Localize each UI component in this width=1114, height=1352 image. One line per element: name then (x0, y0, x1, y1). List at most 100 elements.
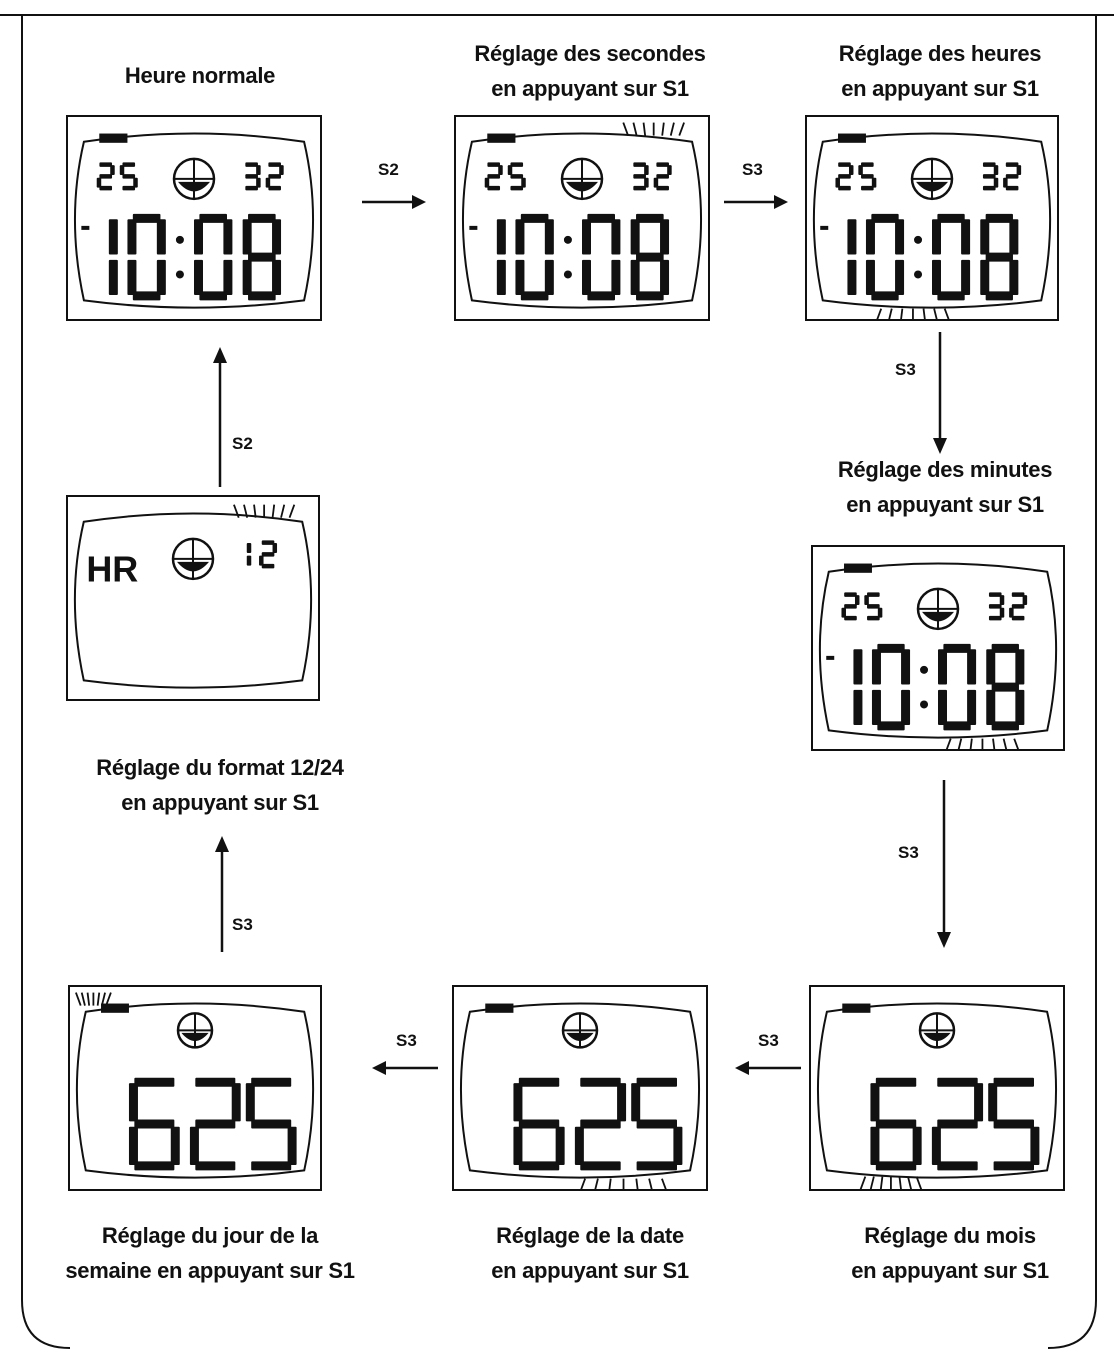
arrow-label: S2 (378, 160, 399, 179)
lcd-digit (574, 1077, 627, 1171)
pm-indicator (820, 225, 829, 230)
lcd-format-label: HR (86, 549, 138, 590)
logo-emblem-icon (172, 157, 216, 201)
lcd-bezel (462, 132, 702, 309)
lcd-display-hours (805, 115, 1059, 322)
caption-date: Réglage de la date en appuyant sur S1 (440, 1218, 740, 1288)
caption-weekday: Réglage du jour de la semaine en appuyan… (30, 1218, 390, 1288)
caption-line: Réglage des heures (838, 41, 1042, 66)
lcd-small-digit (245, 162, 261, 191)
caption-line: en appuyant sur S1 (846, 492, 1044, 517)
lcd-digit (870, 1077, 922, 1171)
lcd-small-digit (119, 162, 138, 191)
lcd-digit (865, 213, 905, 301)
lcd-digit (108, 219, 118, 295)
arrow-label: S3 (742, 160, 763, 179)
lcd-digit (194, 213, 233, 301)
lcd-small-digit (1003, 162, 1022, 191)
blink-indicator (75, 992, 112, 1006)
lcd-digit (582, 213, 621, 301)
arrow-date-to-weekday (372, 1061, 438, 1075)
lcd-digit (980, 213, 1019, 301)
blink-indicator (945, 738, 1020, 752)
battery-indicator (842, 1003, 871, 1013)
caption-line: en appuyant sur S1 (491, 1258, 689, 1283)
blink-indicator (859, 1176, 923, 1190)
logo-emblem-icon (560, 157, 604, 201)
lcd-display-weekday (68, 985, 322, 1191)
lcd-digit (986, 643, 1025, 731)
caption-line: Réglage de la date (496, 1223, 684, 1248)
blink-indicator (875, 308, 951, 322)
lcd-digit (988, 1077, 1040, 1171)
logo-emblem-icon (918, 1012, 956, 1049)
lcd-small-digit (864, 592, 883, 621)
arrow-hours-to-minutes (933, 332, 947, 454)
lcd-small-digit (1009, 592, 1028, 621)
lcd-small-digit (259, 540, 278, 569)
lcd-colon (914, 235, 923, 279)
lcd-small-digit (246, 543, 252, 566)
caption-minutes: Réglage des minutes en appuyant sur S1 (790, 452, 1100, 522)
lcd-digit (496, 219, 506, 295)
logo-emblem-icon (561, 1012, 599, 1049)
arrow-label: S3 (396, 1031, 417, 1050)
lcd-display-date (452, 985, 708, 1192)
lcd-digit (847, 219, 857, 295)
caption-line: en appuyant sur S1 (491, 76, 689, 101)
lcd-digit (189, 1077, 241, 1171)
battery-indicator (844, 563, 872, 573)
caption-month: Réglage du mois en appuyant sur S1 (800, 1218, 1100, 1288)
lcd-colon (920, 665, 929, 709)
lcd-display-normal-time (66, 115, 322, 321)
lcd-display-seconds (454, 115, 710, 321)
lcd-small-digit (265, 162, 284, 191)
lcd-small-digit (507, 162, 526, 191)
lcd-digit (127, 213, 166, 301)
logo-emblem-icon (171, 537, 215, 581)
caption-line: Heure normale (124, 63, 276, 88)
lcd-display-minutes (811, 545, 1065, 752)
caption-line: Réglage du format 12/24 (96, 755, 344, 780)
caption-seconds: Réglage des secondes en appuyant sur S1 (430, 36, 750, 106)
lcd-bezel (818, 562, 1058, 739)
lcd-digit (245, 1077, 297, 1171)
arrow-month-to-date (735, 1061, 801, 1075)
battery-indicator (101, 1003, 129, 1013)
lcd-digit (853, 649, 863, 725)
caption-line: en appuyant sur S1 (841, 76, 1039, 101)
blink-indicator (233, 504, 296, 518)
lcd-colon (175, 235, 184, 279)
caption-line: Réglage du mois (864, 1223, 1036, 1248)
lcd-display-format: HR (66, 495, 320, 701)
battery-indicator (99, 133, 128, 143)
lcd-digit (128, 1077, 180, 1171)
lcd-small-digit (841, 592, 860, 621)
arrow-seconds-to-hours (724, 195, 788, 209)
blink-indicator (579, 1178, 668, 1192)
caption-line: semaine en appuyant sur S1 (65, 1258, 355, 1283)
lcd-digit (515, 213, 554, 301)
lcd-digit (242, 213, 282, 301)
pm-indicator (826, 655, 835, 660)
caption-line: Réglage des minutes (837, 457, 1053, 482)
lcd-digit (871, 643, 911, 731)
lcd-bezel (812, 132, 1052, 309)
battery-indicator (487, 133, 516, 143)
lcd-small-digit (484, 162, 503, 191)
arrow-label: S2 (232, 434, 253, 453)
lcd-display-month (809, 985, 1065, 1191)
arrow-label: S3 (895, 360, 916, 379)
lcd-bezel (74, 132, 314, 309)
lcd-small-digit (988, 592, 1005, 621)
lcd-digit (938, 643, 977, 731)
logo-emblem-icon (916, 587, 960, 631)
lcd-small-digit (982, 162, 999, 191)
arrow-normal-to-seconds (362, 195, 426, 209)
caption-hours: Réglage des heures en appuyant sur S1 (790, 36, 1090, 106)
lcd-digit (513, 1077, 565, 1171)
lcd-bezel (75, 1002, 315, 1179)
lcd-digit (630, 213, 670, 301)
lcd-digit (932, 213, 971, 301)
